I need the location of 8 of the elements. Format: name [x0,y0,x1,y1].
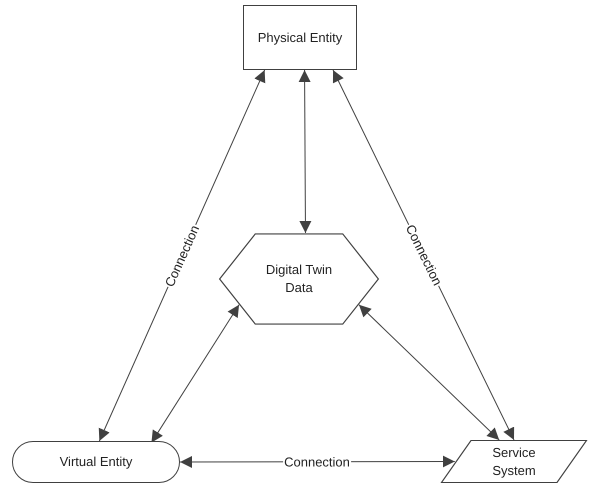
entity-box: Physical Entity [243,5,357,70]
double-arrow [298,70,312,234]
data-hexagon: Digital Twin Data [218,233,380,325]
double-arrow [358,304,500,440]
entity-terminal: Virtual Entity [12,441,180,483]
double-arrow [150,304,240,444]
edge-label: Connection [284,455,352,468]
system-parallelogram: Service System [440,440,588,483]
